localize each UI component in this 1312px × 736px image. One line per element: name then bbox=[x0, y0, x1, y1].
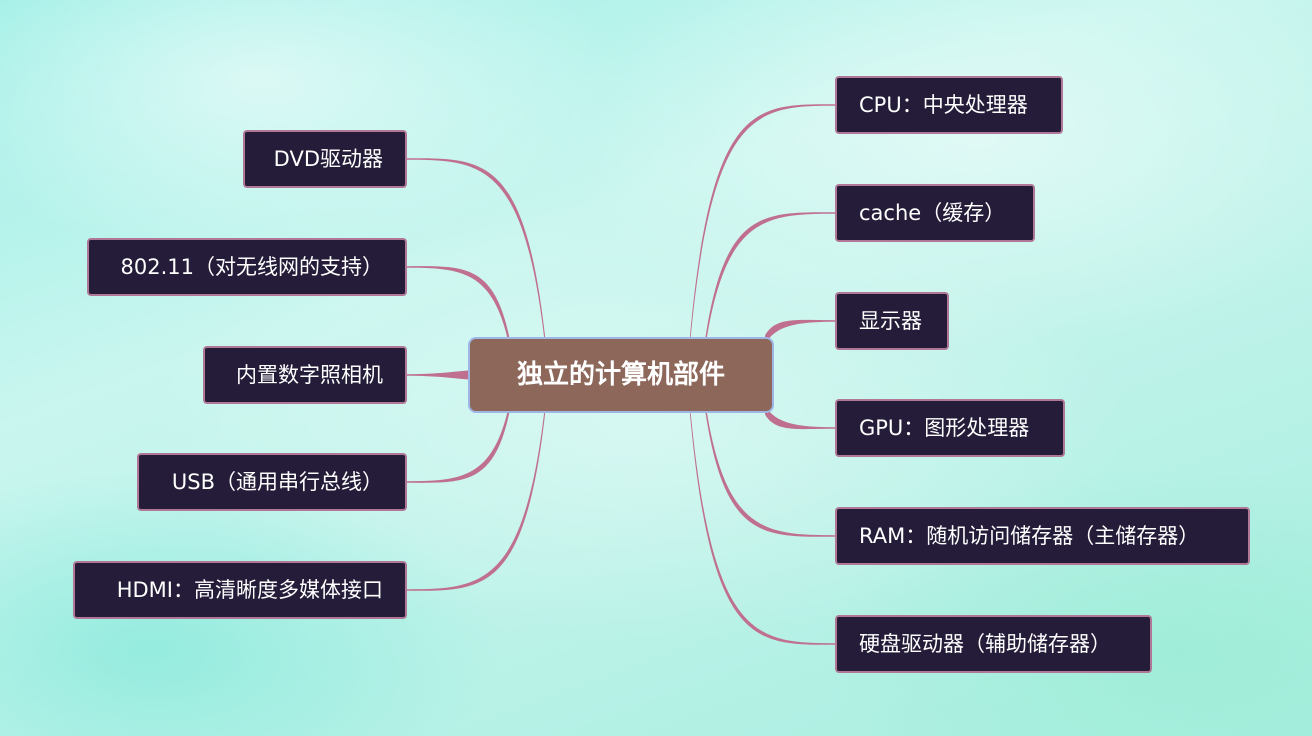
node-label: GPU：图形处理器 bbox=[859, 416, 1030, 440]
node-cpu[interactable]: CPU：中央处理器 bbox=[835, 76, 1063, 134]
node-label: CPU：中央处理器 bbox=[859, 93, 1028, 117]
branch-left-dvd bbox=[407, 158, 545, 345]
node-label: USB（通用串行总线） bbox=[171, 470, 383, 494]
central-topic[interactable]: 独立的计算机部件 bbox=[468, 337, 774, 413]
branch-right-gpu bbox=[765, 405, 835, 430]
node-wifi-80211[interactable]: 802.11（对无线网的支持） bbox=[87, 238, 407, 296]
node-gpu[interactable]: GPU：图形处理器 bbox=[835, 399, 1065, 457]
node-display[interactable]: 显示器 bbox=[835, 292, 949, 350]
node-label: 硬盘驱动器（辅助储存器） bbox=[859, 632, 1111, 656]
node-ram[interactable]: RAM：随机访问储存器（主储存器） bbox=[835, 507, 1250, 565]
node-label: 内置数字照相机 bbox=[236, 363, 383, 387]
node-label: RAM：随机访问储存器（主储存器） bbox=[859, 524, 1200, 548]
branch-left-camera bbox=[407, 370, 470, 380]
node-hdmi[interactable]: HDMI：高清晰度多媒体接口 bbox=[73, 561, 407, 619]
branch-left-wifi bbox=[407, 266, 510, 350]
node-label: 显示器 bbox=[859, 309, 922, 333]
node-dvd-drive[interactable]: DVD驱动器 bbox=[243, 130, 407, 188]
branch-right-ram bbox=[705, 400, 835, 537]
node-builtin-camera[interactable]: 内置数字照相机 bbox=[203, 346, 407, 404]
central-topic-label: 独立的计算机部件 bbox=[516, 360, 725, 390]
node-label: DVD驱动器 bbox=[273, 147, 383, 171]
branch-left-hdmi bbox=[407, 405, 545, 591]
node-label: HDMI：高清晰度多媒体接口 bbox=[116, 578, 383, 602]
branch-right-display bbox=[765, 319, 835, 345]
node-label: cache（缓存） bbox=[859, 201, 1006, 225]
node-hard-drive[interactable]: 硬盘驱动器（辅助储存器） bbox=[835, 615, 1152, 673]
branch-left-usb bbox=[407, 400, 510, 483]
node-label: 802.11（对无线网的支持） bbox=[120, 255, 383, 279]
node-usb[interactable]: USB（通用串行总线） bbox=[137, 453, 407, 511]
node-cache[interactable]: cache（缓存） bbox=[835, 184, 1035, 242]
